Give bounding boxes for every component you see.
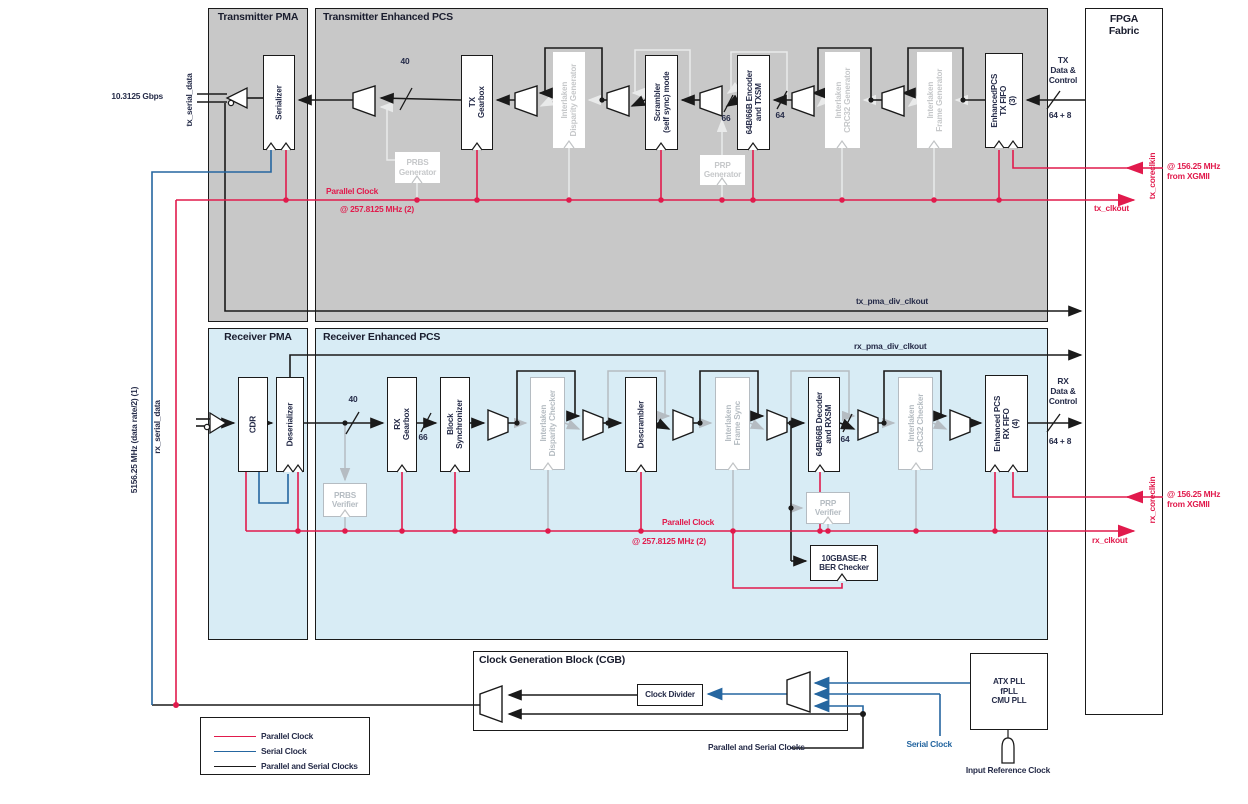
legend-serial-clock: Serial Clock	[214, 744, 307, 758]
tx-coreclkin-label: tx_coreclkin	[1146, 152, 1157, 200]
transmitter-pcs-header: Transmitter Enhanced PCS	[323, 11, 453, 23]
rx-parallel-clock-label: Parallel Clock	[662, 517, 715, 527]
tx-width-648-label: 64 + 8	[1048, 110, 1072, 120]
descrambler-block: Descrambler	[625, 377, 657, 472]
tx-clkout-label: tx_clkout	[1094, 203, 1129, 213]
rx-clkout-label: rx_clkout	[1092, 535, 1128, 545]
interlaken-frame-sync-block: Interlaken Frame Sync	[715, 377, 750, 470]
rx-fifo-block: Enhanced PCS RX FIFO (4)	[985, 375, 1028, 472]
tx-core-freq-label: @ 156.25 MHz from XGMII	[1167, 161, 1221, 182]
tx-parallel-clock-label: Parallel Clock	[326, 186, 379, 196]
tx-serial-data-label: tx_serial_data	[183, 73, 194, 127]
legend-box	[200, 717, 370, 775]
cgb-header: Clock Generation Block (CGB)	[479, 654, 626, 666]
legend-parallel-serial-swatch	[214, 765, 256, 767]
tx-gearbox-block: TX Gearbox	[461, 55, 493, 150]
prbs-verifier-block: PRBS Verifier	[323, 483, 367, 517]
rx-width-648-label: 64 + 8	[1048, 436, 1072, 446]
input-ref-clock-symbol	[1001, 737, 1015, 764]
rx-gearbox-block: RX Gearbox	[387, 377, 417, 472]
serial-clock-callout-label: Serial Clock	[906, 739, 952, 749]
tx-parallel-freq-label: @ 257.8125 MHz (2)	[340, 204, 414, 214]
decoder-rxsm-block: 64B/66B Decoder and RXSM	[808, 377, 840, 472]
interlaken-disparity-checker-block: Interlaken Disparity Checker	[530, 377, 565, 470]
clock-divider-block: Clock Divider	[637, 684, 703, 706]
interlaken-frame-generator-block: Interlaken Frame Generator	[917, 52, 952, 148]
rx-pma-div-clkout-label: rx_pma_div_clkout	[854, 341, 927, 351]
tx-width-64-label: 64	[775, 110, 785, 120]
deserializer-block: Deserializer	[276, 377, 304, 472]
receiver-pcs-header: Receiver Enhanced PCS	[323, 331, 441, 343]
rx-width-66-label: 66	[418, 432, 428, 442]
receiver-pma-header: Receiver PMA	[224, 331, 292, 343]
encoder-txsm-block: 64B/66B Encoder and TXSM	[737, 55, 770, 150]
block-synchronizer-block: Block Synchronizer	[440, 377, 470, 472]
cdr-block: CDR	[238, 377, 268, 472]
fpga-fabric-header: FPGA Fabric	[1108, 13, 1140, 38]
ber-checker-block: 10GBASE-R BER Checker	[810, 545, 878, 581]
input-ref-clock-label: Input Reference Clock	[965, 765, 1051, 775]
receiver-pcs-panel	[315, 328, 1048, 640]
legend-parallel-serial: Parallel and Serial Clocks	[214, 759, 358, 773]
tx-fifo-block: EnhancedPCS TX FIFO (3)	[985, 53, 1023, 148]
tx-data-control-label: TX Data & Control	[1048, 55, 1078, 86]
pll-box	[970, 653, 1048, 730]
receiver-pma-panel	[208, 328, 308, 640]
rx-data-control-label: RX Data & Control	[1048, 376, 1078, 407]
rx-parallel-freq-label: @ 257.8125 MHz (2)	[632, 536, 706, 546]
tx-width-40-label: 40	[400, 56, 410, 66]
rx-width-40-label: 40	[348, 394, 358, 404]
legend-parallel-swatch	[214, 735, 256, 737]
rx-serial-data-label: rx_serial_data	[151, 400, 162, 454]
interlaken-disparity-generator-block: Interlaken Disparity Generator	[553, 52, 585, 148]
tx-pma-div-clkout-label: tx_pma_div_clkout	[856, 296, 929, 306]
transmitter-pma-header: Transmitter PMA	[217, 11, 299, 23]
serial-rate-label: 5156.25 MHz (data rate/2) (1)	[128, 386, 139, 494]
rx-coreclkin-label: rx_coreclkin	[1146, 476, 1157, 524]
interlaken-crc32-checker-block: Interlaken CRC32 Checker	[898, 377, 933, 470]
prp-generator-block: PRP Generator	[700, 155, 745, 185]
legend-serial-swatch	[214, 750, 256, 752]
parallel-serial-callout-label: Parallel and Serial Clocks	[708, 742, 805, 752]
fpga-fabric-panel	[1085, 8, 1163, 715]
legend-parallel-clock: Parallel Clock	[214, 729, 313, 743]
interlaken-crc32-generator-block: Interlaken CRC32 Generator	[825, 52, 860, 148]
rx-width-64-label: 64	[840, 434, 850, 444]
prbs-generator-block: PRBS Generator	[395, 152, 440, 183]
tx-width-66-label: 66	[721, 113, 731, 123]
prp-verifier-block: PRP Verifier	[806, 492, 850, 524]
pll-label: ATX PLL fPLL CMU PLL	[991, 677, 1027, 706]
rx-core-freq-label: @ 156.25 MHz from XGMII	[1167, 489, 1221, 510]
serializer-block: Serializer	[263, 55, 295, 150]
scrambler-block: Scrambler (self sync) mode	[645, 55, 678, 150]
line-rate-label: 10.3125 Gbps	[111, 91, 163, 101]
